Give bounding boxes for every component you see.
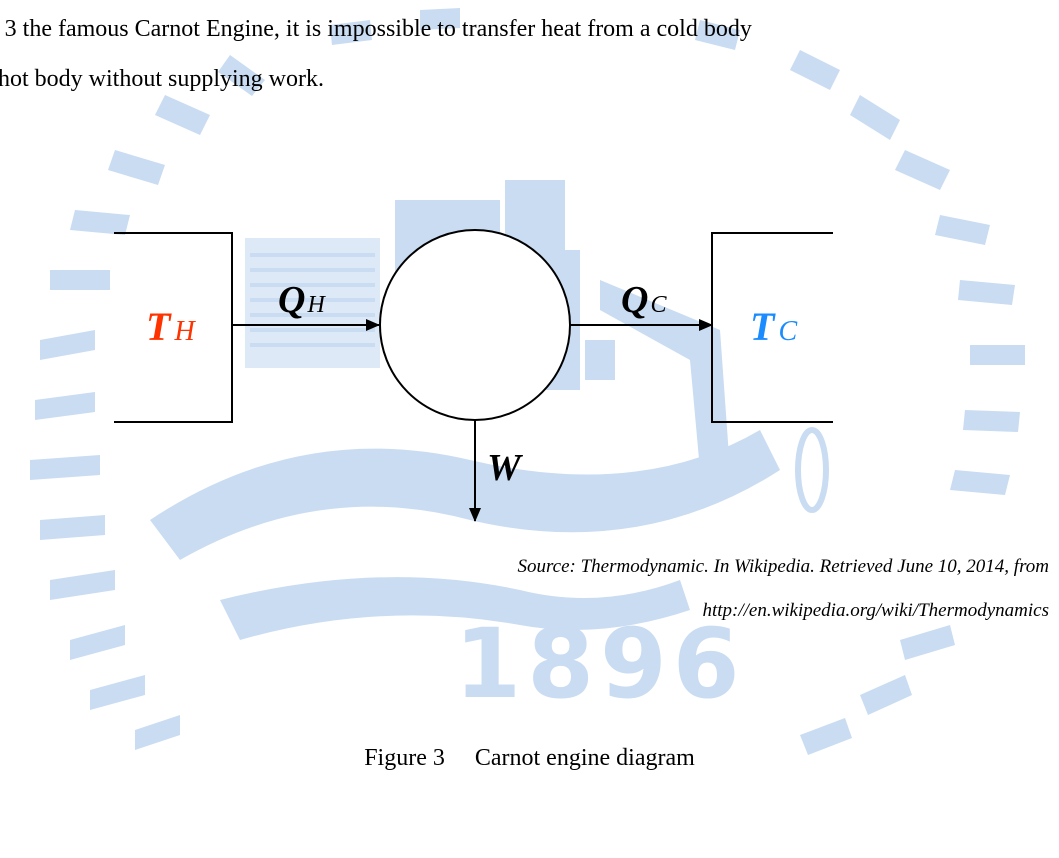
seal-rim-segment [108,150,165,185]
source-url: http://en.wikipedia.org/wiki/Thermodynam… [702,600,1049,621]
seal-rim-segment [218,55,265,96]
seal-building [585,340,615,380]
seal-rim-segment [50,270,110,290]
seal-rim-segment [970,345,1025,365]
hot-temperature-subscript: H [173,316,196,347]
source-citation: Source: Thermodynamic. In Wikipedia. Ret… [517,556,1049,577]
hot-reservoir-box [114,232,233,423]
seal-tower [600,280,730,470]
figure-label: Figure 3 [364,745,445,771]
seal-rim-segment [950,470,1010,495]
seal-rim-segment [90,675,145,710]
work-label: W [487,447,524,489]
seal-year: 1896 [454,608,745,720]
seal-rim-segment [900,625,955,660]
seal-rim-segment [135,715,180,750]
seal-ornament [795,427,829,513]
seal-hill [150,430,780,560]
seal-rim-segment [50,570,115,600]
seal-rim-segment [40,515,105,540]
seal-rim-segment [35,392,95,420]
body-text-line: hot body without supplying work. [0,66,325,92]
cold-temperature-symbol: T [750,304,776,349]
heat-out-symbol: Q [621,279,648,321]
heat-out-label: QC [621,279,667,321]
seal-rim-segment [860,675,912,715]
heat-out-subscript: C [650,292,667,318]
hot-temperature-symbol: T [146,304,172,349]
seal-rim-segment [800,718,852,755]
cold-temperature-subscript: C [778,316,797,347]
seal-rim-segment [850,95,900,140]
seal-rim-segment [70,625,125,660]
heat-in-subscript: H [306,292,326,318]
seal-rim-segment [30,455,100,480]
heat-in-label: QH [278,279,326,321]
seal-rim-segment [958,280,1015,305]
figure-caption: Figure 3 Carnot engine diagram [0,745,1059,772]
seal-rim-segment [155,95,210,135]
seal-rim-segment [695,20,740,50]
seal-rim-segment [40,330,95,360]
figure-title: Carnot engine diagram [474,745,695,771]
seal-rim-segment [420,8,460,30]
body-text-line: re 3 the famous Carnot Engine, it is imp… [0,16,752,42]
engine-circle [379,229,571,421]
seal-rim-segment [70,210,130,235]
seal-rim-segment [895,150,950,190]
seal-rim-segment [963,410,1020,432]
seal-rim-segment [330,20,372,45]
seal-rim-segment [935,215,990,245]
heat-in-symbol: Q [278,279,305,321]
seal-rim-segment [790,50,840,90]
seal-hill [220,577,690,640]
